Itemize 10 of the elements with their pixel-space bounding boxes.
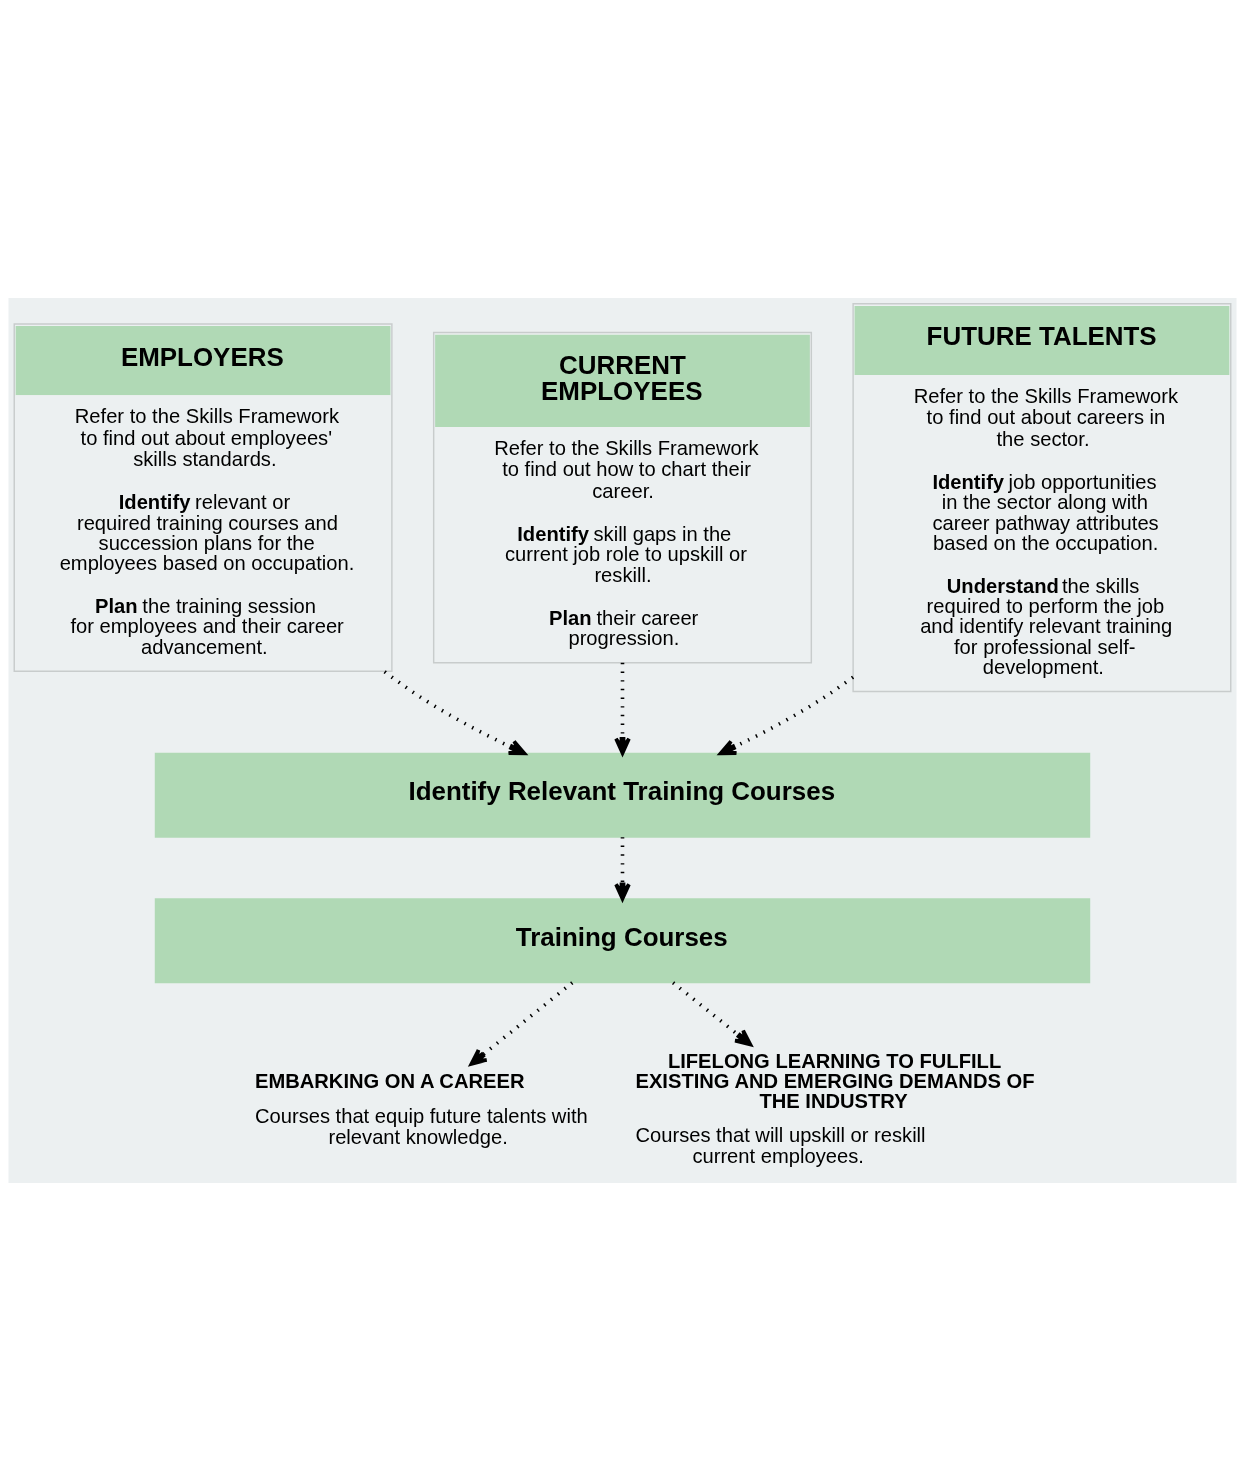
arrow bbox=[469, 981, 574, 1066]
node-text: LIFELONG LEARNING TO FULFILL EXISTING AND EMERGING DEMANDS OF THE INDUSTRY Courses that will upskill or reskill current employees. bbox=[635, 1049, 1035, 1168]
arrow bbox=[383, 670, 527, 756]
node-text: EMBARKING ON A CAREER Courses that equip future talents with relevant knowledge. bbox=[254, 1070, 588, 1149]
node-box: Identify Relevant Training Courses bbox=[154, 752, 1091, 838]
arrow bbox=[614, 837, 631, 901]
arrow bbox=[614, 662, 631, 755]
arrow bbox=[671, 981, 753, 1047]
arrow bbox=[718, 675, 855, 756]
node-box: Training Courses bbox=[154, 898, 1091, 984]
